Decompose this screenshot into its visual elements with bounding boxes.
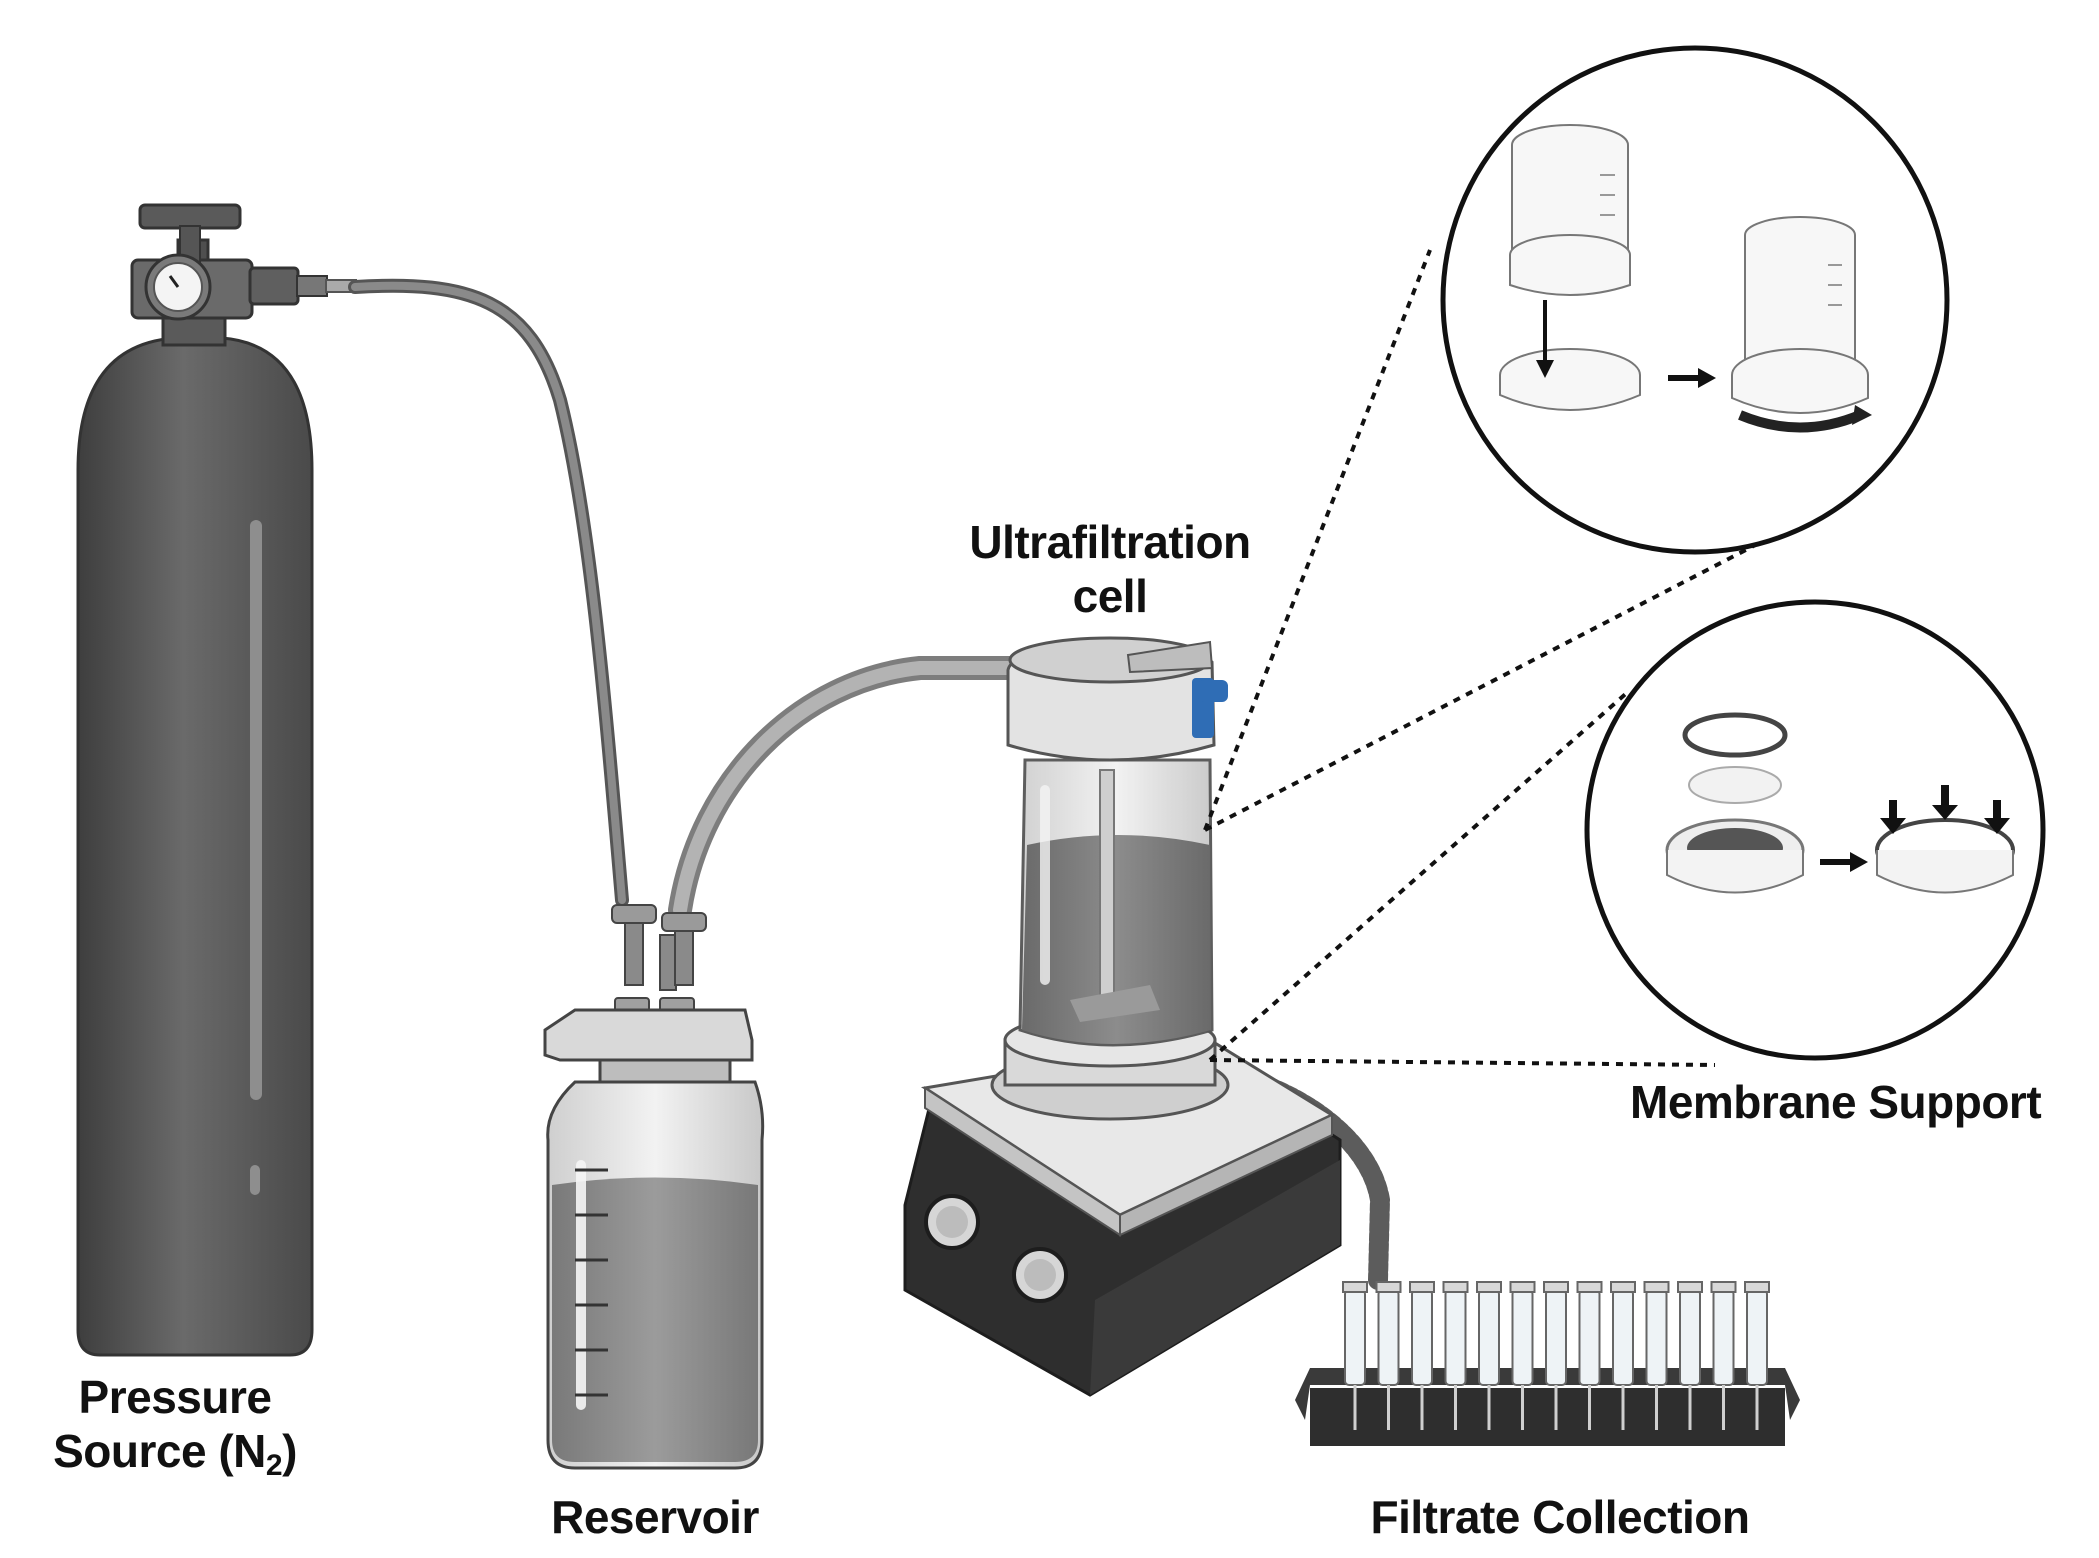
collection-tube bbox=[1375, 1281, 1402, 1430]
membrane-support-label: Membrane Support bbox=[1630, 1076, 2042, 1128]
collection-tube bbox=[1509, 1281, 1536, 1430]
zoom-circle-membrane bbox=[1584, 599, 2046, 1061]
collection-tube bbox=[1710, 1281, 1737, 1430]
collection-tube bbox=[1409, 1281, 1435, 1430]
collection-tube bbox=[1643, 1281, 1670, 1430]
pressure-source-line1: Pressure bbox=[78, 1371, 272, 1423]
ultrafiltration-cell bbox=[990, 636, 1230, 1121]
ultrafiltration-cell-label: Ultrafiltration cell bbox=[935, 515, 1285, 624]
collection-tube bbox=[1476, 1281, 1502, 1430]
collection-tube bbox=[1677, 1281, 1703, 1430]
pressure-source-label: Pressure Source (N2) bbox=[30, 1370, 320, 1484]
collection-tube bbox=[1543, 1281, 1569, 1430]
gas-tube bbox=[348, 278, 629, 907]
collection-tubes bbox=[1342, 1281, 1770, 1430]
collection-tube bbox=[1442, 1281, 1469, 1430]
gas-cylinder bbox=[76, 238, 314, 1357]
pressure-source-subscript: 2 bbox=[265, 1449, 283, 1483]
collection-tube bbox=[1610, 1281, 1636, 1430]
ultrafiltration-line1: Ultrafiltration bbox=[969, 516, 1251, 568]
pressure-source-suffix: ) bbox=[282, 1425, 297, 1478]
callout-lines bbox=[1203, 249, 1766, 1067]
reservoir-label: Reservoir bbox=[551, 1491, 759, 1543]
collection-tube bbox=[1576, 1281, 1603, 1430]
reservoir-bottle bbox=[543, 904, 765, 1470]
ultrafiltration-line2: cell bbox=[1072, 570, 1148, 623]
pressure-regulator bbox=[130, 203, 357, 321]
pressure-source-prefix: Source (N bbox=[53, 1425, 266, 1478]
filtrate-collection-label: Filtrate Collection bbox=[1370, 1491, 1750, 1543]
collection-tube bbox=[1342, 1281, 1368, 1430]
zoom-circle-assembly bbox=[1440, 45, 1950, 555]
collection-tube bbox=[1744, 1281, 1770, 1430]
pressure-source-line2: Source (N2) bbox=[30, 1424, 320, 1483]
